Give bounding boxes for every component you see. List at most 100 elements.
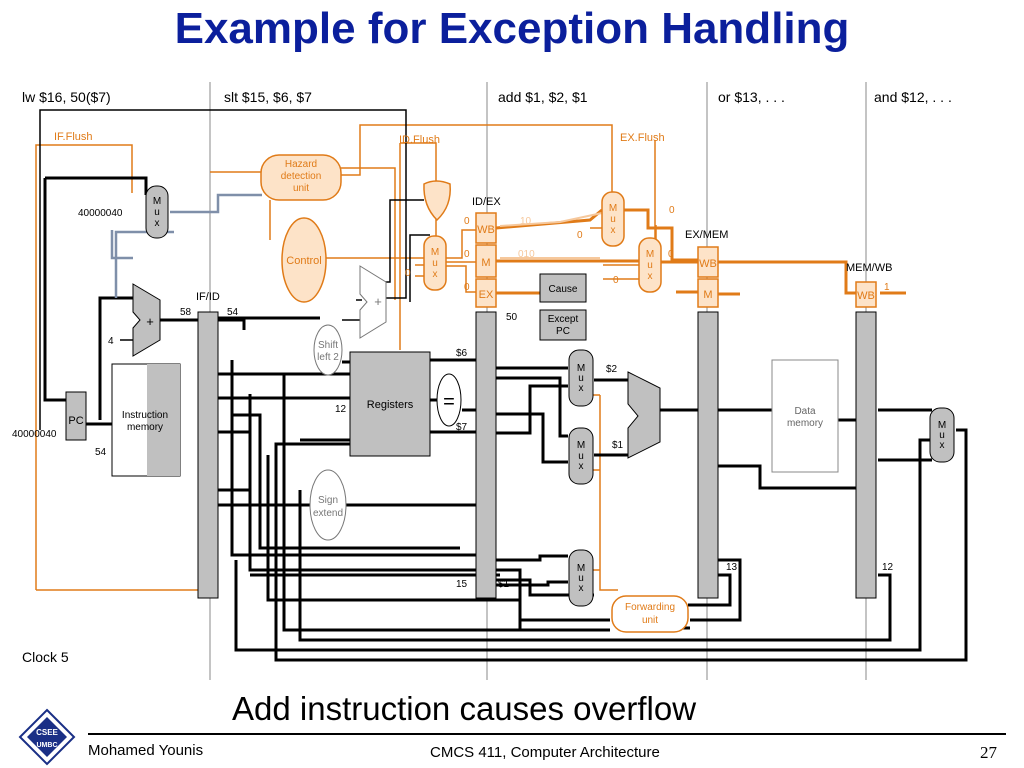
instruction-if: lw $16, 50($7) xyxy=(22,89,111,105)
value-12: 12 xyxy=(882,562,894,573)
page-number: 27 xyxy=(980,743,997,762)
pipeline-datapath-diagram: lw $16, 50($7) slt $15, $6, $7 add $1, $… xyxy=(12,82,968,680)
feedback-wires xyxy=(110,193,262,298)
footer-divider xyxy=(88,733,1006,735)
instruction-id: slt $15, $6, $7 xyxy=(224,89,312,105)
slide-subtitle: Add instruction causes overflow xyxy=(232,690,697,727)
svg-text:detection: detection xyxy=(281,171,322,182)
svg-text:PC: PC xyxy=(556,326,570,337)
ex-flush-label: EX.Flush xyxy=(620,132,665,144)
svg-text:M: M xyxy=(431,247,439,258)
zero-6: 0 xyxy=(669,205,675,216)
hazard-detection-unit: Hazard detection unit xyxy=(260,154,342,201)
pipeline-registers xyxy=(197,311,877,599)
shift-left-2: Shift left 2 xyxy=(313,324,343,376)
reg-12: 12 xyxy=(335,404,347,415)
mem-wb-label: MEM/WB xyxy=(846,262,892,274)
reg-1-dest: $1 xyxy=(498,579,510,590)
slide-title: Example for Exception Handling xyxy=(174,4,850,53)
svg-text:M: M xyxy=(577,363,585,374)
addr-top-value: 40000040 xyxy=(78,208,123,219)
value-one: 1 xyxy=(884,282,890,293)
control-unit: Control xyxy=(281,217,327,303)
id-flush-label: ID.Flush xyxy=(399,134,440,146)
instruction-mem: or $13, . . . xyxy=(718,89,785,105)
forwarding-unit: Forwarding unit xyxy=(611,595,689,633)
svg-text:x: x xyxy=(579,461,584,472)
equality-comparator: = xyxy=(436,373,462,427)
svg-text:PC: PC xyxy=(68,415,83,427)
svg-text:u: u xyxy=(647,260,653,271)
svg-text:x: x xyxy=(579,383,584,394)
forward-mux-a: M u x xyxy=(568,349,594,407)
svg-text:left 2: left 2 xyxy=(317,352,339,363)
svg-text:M: M xyxy=(577,440,585,451)
instruction-wb: and $12, . . . xyxy=(874,89,952,105)
zero-5: 0 xyxy=(577,230,583,241)
m-bits-faded: 010 xyxy=(518,249,535,260)
if-id-label: IF/ID xyxy=(196,291,220,303)
pc-adder: + xyxy=(132,283,161,357)
svg-text:=: = xyxy=(443,391,455,413)
zero-2: 0 xyxy=(464,249,470,260)
svg-text:UMBC: UMBC xyxy=(37,742,58,749)
svg-text:unit: unit xyxy=(293,183,309,194)
const-four: 4 xyxy=(108,336,114,347)
instruction-memory: Instruction memory xyxy=(111,363,181,477)
svg-text:u: u xyxy=(578,451,584,462)
svg-text:M: M xyxy=(577,563,585,574)
faded-control-wires xyxy=(499,212,603,259)
cause-register: Cause xyxy=(539,273,587,303)
ex-mem-m-label: M xyxy=(703,289,712,301)
course-name: CMCS 411, Computer Architecture xyxy=(430,744,660,761)
svg-text:x: x xyxy=(579,583,584,594)
register-file: Registers xyxy=(349,351,431,457)
svg-text:Data: Data xyxy=(794,406,816,417)
zero-4: 0 xyxy=(405,268,411,279)
writeback-mux: M u x xyxy=(929,407,955,463)
id-ex-label: ID/EX xyxy=(472,196,501,208)
reg-2: $2 xyxy=(606,364,618,375)
addr-pc-value: 40000040 xyxy=(12,429,57,440)
svg-text:M: M xyxy=(609,203,617,214)
svg-text:unit: unit xyxy=(642,615,658,626)
svg-text:u: u xyxy=(578,373,584,384)
svg-text:x: x xyxy=(611,225,616,236)
control-fields xyxy=(475,212,877,308)
id-ex-register xyxy=(475,311,497,599)
csee-umbc-logo-icon: CSEE UMBC xyxy=(18,708,76,766)
svg-text:M: M xyxy=(153,196,161,207)
except-pc-register: Except PC xyxy=(539,309,587,341)
svg-text:+: + xyxy=(374,294,382,309)
svg-text:x: x xyxy=(940,440,945,451)
if-flush-label: IF.Flush xyxy=(54,131,93,143)
id-ex-ex-label: EX xyxy=(479,289,494,301)
control-mux-id: M u x xyxy=(423,235,447,291)
clock-label: Clock 5 xyxy=(22,649,69,665)
control-mux-ex-bottom: M u x xyxy=(638,237,662,293)
svg-text:u: u xyxy=(939,430,945,441)
value-58: 58 xyxy=(180,307,192,318)
alu xyxy=(627,371,661,459)
flush-wires xyxy=(35,124,657,591)
value-13: 13 xyxy=(726,562,738,573)
svg-text:Sign: Sign xyxy=(318,495,338,506)
svg-text:Forwarding: Forwarding xyxy=(625,602,675,613)
svg-text:Cause: Cause xyxy=(549,284,578,295)
control-mux-ex-top: M u x xyxy=(601,191,625,247)
zero-7: 0 xyxy=(668,249,674,260)
sign-extend: Sign extend xyxy=(309,469,347,541)
data-memory: Data memory xyxy=(771,359,839,473)
author-name: Mohamed Younis xyxy=(88,742,204,759)
value-54-ifid: 54 xyxy=(227,307,239,318)
or-gate-icon xyxy=(423,180,451,222)
value-50: 50 xyxy=(506,312,518,323)
control-bus-wires xyxy=(495,208,906,296)
wb-bits-faded: 10 xyxy=(520,216,532,227)
svg-text:M: M xyxy=(938,420,946,431)
instruction-ex: add $1, $2, $1 xyxy=(498,89,588,105)
value-15: 15 xyxy=(456,579,468,590)
svg-text:Instruction: Instruction xyxy=(122,410,168,421)
svg-text:x: x xyxy=(155,218,160,229)
forward-mux-b: M u x xyxy=(568,427,594,485)
